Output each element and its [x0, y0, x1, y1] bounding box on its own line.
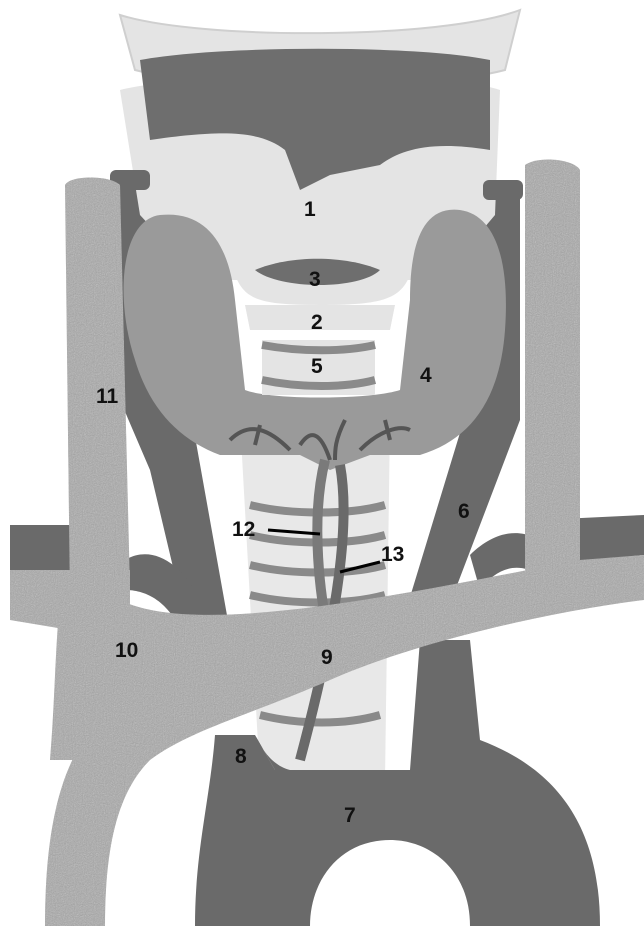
label-13: 13	[381, 543, 404, 566]
label-6: 6	[458, 500, 470, 523]
label-12: 12	[232, 518, 255, 541]
label-8: 8	[235, 745, 247, 768]
vessel-top-right	[483, 180, 523, 200]
label-3: 3	[309, 268, 321, 291]
internal-jugular-vein-left	[525, 160, 580, 575]
label-2: 2	[311, 311, 323, 334]
label-4: 4	[420, 364, 432, 387]
label-10: 10	[115, 639, 138, 662]
label-1: 1	[304, 198, 316, 221]
label-11: 11	[96, 385, 119, 408]
label-5: 5	[311, 355, 323, 378]
label-7: 7	[344, 804, 356, 827]
label-9: 9	[321, 646, 333, 669]
